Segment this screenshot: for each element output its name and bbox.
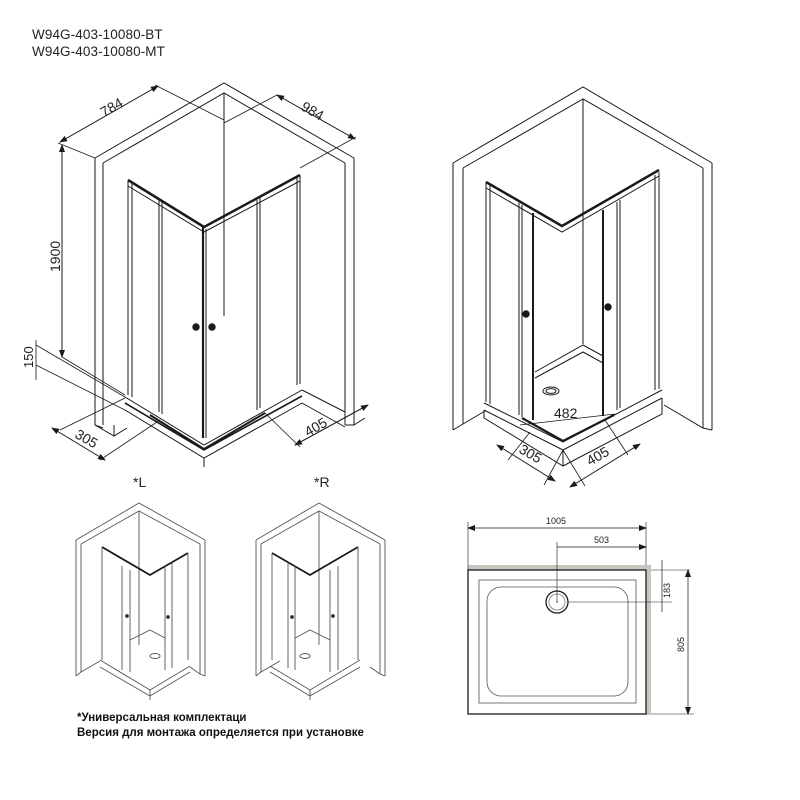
dim-805-label: 805 (676, 637, 686, 652)
dim-482-label: 482 (554, 405, 578, 421)
dim-405-label: 405 (302, 414, 330, 440)
footnote-line-2: Версия для монтажа определяется при уста… (77, 727, 364, 739)
dim-984-label: 984 (299, 98, 327, 124)
dim-1005-label: 1005 (546, 516, 566, 526)
dim-305-entry-label: 305 (517, 441, 545, 467)
variant-r-drawing (255, 502, 386, 700)
variant-r-label: *R (314, 474, 330, 490)
tray-plan-view (467, 522, 694, 715)
model-codes: W94G-403-10080-BT W94G-403-10080-MT (32, 26, 165, 60)
footnote-line-1: *Универсальная комплектаци (77, 712, 247, 724)
dim-150-label: 150 (21, 346, 36, 368)
dim-503-label: 503 (594, 535, 609, 545)
model-code-bt: W94G-403-10080-BT (32, 27, 163, 42)
dim-305-label: 305 (73, 426, 101, 452)
variant-l-drawing (75, 502, 206, 700)
dim-1900-label: 1900 (47, 241, 63, 272)
iso-dimensioned-view (35, 82, 369, 467)
variant-l-label: *L (133, 474, 146, 490)
model-code-mt: W94G-403-10080-MT (32, 44, 166, 59)
dim-405-entry-label: 405 (584, 443, 612, 469)
iso-entry-view (452, 86, 713, 488)
footnote: *Универсальная комплектаци Версия для мо… (77, 711, 364, 741)
dim-183-label: 183 (662, 583, 672, 598)
dim-784-label: 784 (97, 94, 125, 120)
